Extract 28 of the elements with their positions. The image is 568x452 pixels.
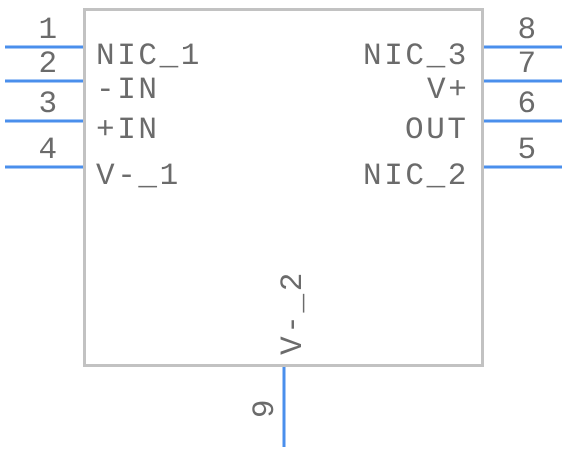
- pin-name: +IN: [96, 114, 160, 146]
- ic-body: [83, 8, 484, 367]
- pin-number: 7: [518, 48, 539, 80]
- pin-name: OUT: [405, 114, 469, 146]
- pin-line: [484, 120, 562, 122]
- pin-number: 6: [518, 88, 539, 120]
- pin-number: 5: [518, 134, 539, 166]
- pin-line: [5, 120, 83, 122]
- pin-line: [484, 80, 562, 82]
- pin-name: V-_1: [96, 160, 181, 192]
- pin-name: -IN: [96, 74, 160, 106]
- pin-line: [5, 166, 83, 168]
- pin-name: V+: [427, 74, 470, 106]
- pin-number: 4: [38, 134, 60, 166]
- pin-name: NIC_3: [363, 40, 470, 72]
- pin-name: NIC_1: [96, 40, 202, 72]
- pin-number: 1: [38, 14, 60, 46]
- pin-number: 8: [518, 14, 539, 46]
- pin-line: [5, 80, 83, 82]
- pin-number: 9: [250, 396, 281, 418]
- pin-name: NIC_2: [363, 160, 470, 192]
- pin-line: [484, 46, 562, 48]
- pin-number: 3: [38, 88, 60, 120]
- pin-line: [282, 367, 286, 447]
- pin-line: [484, 166, 562, 168]
- pin-number: 2: [38, 48, 60, 80]
- pin-line: [5, 46, 83, 48]
- pin-name: V-_2: [277, 270, 308, 354]
